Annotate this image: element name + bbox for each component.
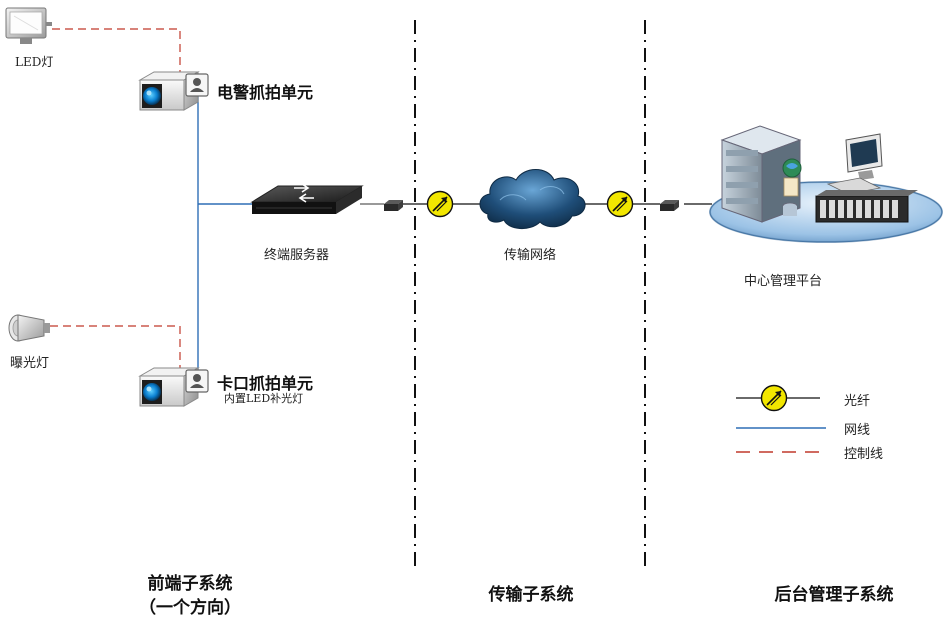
floodlight-icon (5, 7, 52, 44)
server-rack-icon (709, 125, 943, 243)
flash-lamp-label: 曝光灯 (10, 356, 50, 371)
fiber-connector-icon (426, 190, 454, 218)
control-line-led (52, 28, 181, 72)
terminal-server-label: 终端服务器 (264, 248, 330, 263)
section-transmission-title: 传输子系统 (488, 585, 574, 605)
media-converter-icon (384, 200, 403, 211)
section-front-end-note: （一个方向） (139, 598, 241, 618)
strobe-lamp-icon (8, 314, 50, 342)
checkpoint-unit-label: 卡口抓拍单元 (217, 374, 314, 393)
legend-network-label: 网线 (844, 423, 871, 438)
camera-icon (138, 71, 209, 111)
fiber-connector-icon (606, 190, 634, 218)
e-police-unit-label: 电警抓拍单元 (217, 83, 314, 102)
camera-icon (138, 367, 209, 407)
network-line-bus (197, 88, 258, 382)
checkpoint-unit-note: 内置LED补光灯 (224, 392, 304, 405)
network-switch-icon (250, 183, 364, 214)
legend-control-label: 控制线 (844, 447, 884, 462)
section-backend-title: 后台管理子系统 (774, 585, 894, 605)
section-front-end-title: 前端子系统 (147, 574, 233, 594)
legend-fiber-swatch (736, 384, 820, 412)
network-cloud-label: 传输网络 (504, 248, 557, 263)
media-converter-icon (660, 200, 679, 211)
center-platform-label: 中心管理平台 (744, 274, 823, 289)
led-lamp-label: LED灯 (15, 55, 54, 69)
legend-fiber-label: 光纤 (844, 394, 871, 409)
control-line-flash (50, 325, 181, 370)
cloud-icon (479, 169, 586, 229)
